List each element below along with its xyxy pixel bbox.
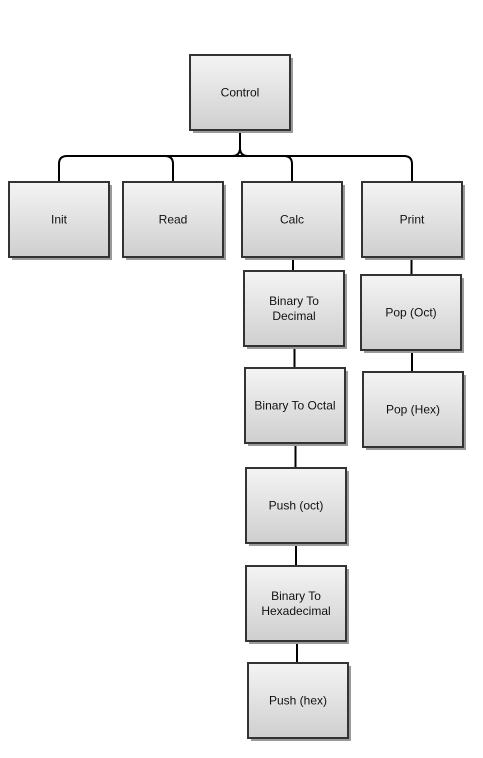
- node-label-line: Binary To: [269, 294, 319, 308]
- node-box: [8, 181, 110, 258]
- node-box: [241, 181, 343, 258]
- node-label-line: Calc: [280, 213, 304, 227]
- node-label-line: Pop (Oct): [385, 306, 436, 320]
- node-label-line: Print: [400, 213, 425, 227]
- node-push-hex: Push (hex): [247, 662, 351, 741]
- node-box: [360, 274, 462, 351]
- node-read: Read: [122, 181, 226, 260]
- node-box: [247, 662, 349, 739]
- node-label-line: Control: [221, 86, 260, 100]
- node-pop-hex: Pop (Hex): [362, 371, 466, 450]
- node-label: Print: [400, 213, 425, 227]
- node-label: Binary To Octal: [254, 399, 335, 413]
- node-label: Init: [51, 213, 68, 227]
- node-label-line: Read: [159, 213, 188, 227]
- node-label-line: Hexadecimal: [261, 604, 330, 618]
- node-box: [189, 54, 291, 131]
- node-box: [244, 367, 346, 444]
- node-label-line: Push (hex): [269, 694, 327, 708]
- node-label: Pop (Oct): [385, 306, 436, 320]
- node-bin-to-oct: Binary To Octal: [244, 367, 348, 446]
- node-label-line: Push (oct): [269, 499, 324, 513]
- node-box: [245, 565, 347, 642]
- node-label-line: Binary To Octal: [254, 399, 335, 413]
- node-label-line: Init: [51, 213, 68, 227]
- node-label: Calc: [280, 213, 304, 227]
- node-label-line: Pop (Hex): [386, 403, 440, 417]
- connector-bracket: [58, 155, 413, 182]
- connector-control-calc: [283, 155, 293, 182]
- node-box: [122, 181, 224, 258]
- node-pop-oct: Pop (Oct): [360, 274, 464, 353]
- node-label-line: Decimal: [272, 309, 315, 323]
- node-label: Control: [221, 86, 260, 100]
- node-box: [362, 371, 464, 448]
- node-box: [361, 181, 463, 258]
- node-push-oct: Push (oct): [245, 467, 349, 546]
- connector-control-trunk: [231, 130, 249, 157]
- node-label-line: Binary To: [271, 589, 321, 603]
- node-init: Init: [8, 181, 112, 260]
- node-box: [245, 467, 347, 544]
- node-calc: Calc: [241, 181, 345, 260]
- node-label: Push (oct): [269, 499, 324, 513]
- node-label: Pop (Hex): [386, 403, 440, 417]
- node-label: Push (hex): [269, 694, 327, 708]
- node-control: Control: [189, 54, 293, 133]
- connector-control-read: [164, 155, 174, 182]
- node-print: Print: [361, 181, 465, 260]
- node-label: Read: [159, 213, 188, 227]
- node-box: [243, 270, 345, 347]
